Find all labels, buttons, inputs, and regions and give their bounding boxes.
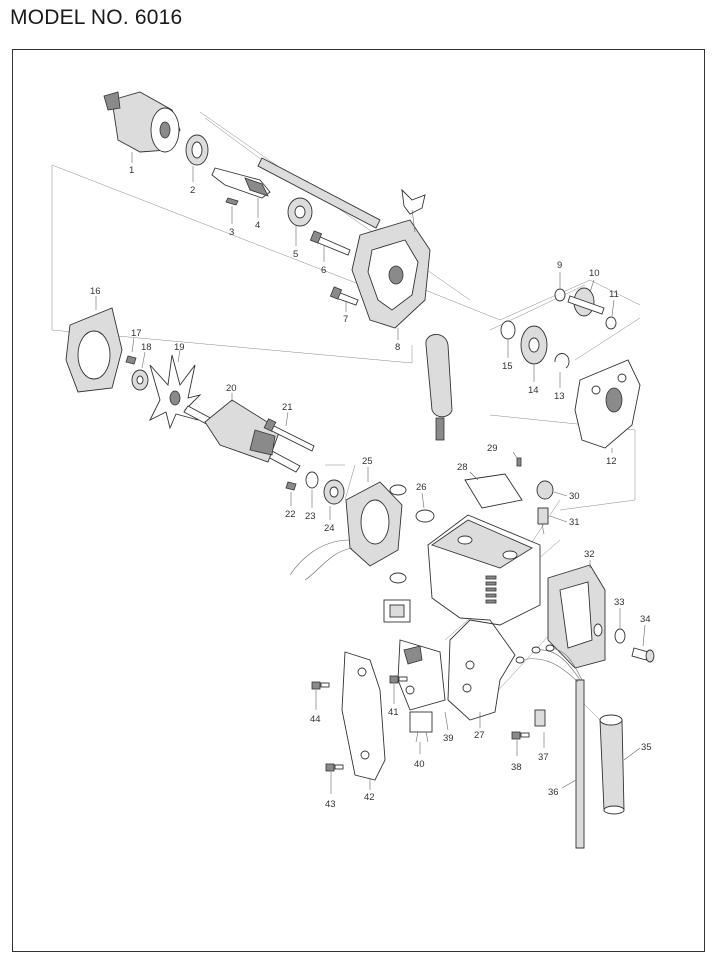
part-29-screw	[516, 457, 522, 467]
label-8: 8	[395, 342, 400, 353]
threaded-rod	[204, 117, 381, 229]
part-number-labels: 1 2 3 4 5 6 7 8 9 10 11 12 13 14 15 16 1…	[90, 165, 652, 810]
part-40-capacitor	[409, 711, 433, 743]
label-1: 1	[129, 165, 134, 176]
part-19-fan	[148, 354, 202, 430]
label-39: 39	[443, 733, 454, 744]
part-26-washer	[415, 509, 435, 523]
part-34-screw	[631, 647, 655, 663]
label-34: 34	[640, 614, 651, 625]
diagram-frame	[12, 49, 705, 952]
part-37-cord-clamp	[534, 709, 546, 727]
label-25: 25	[362, 456, 373, 467]
label-22: 22	[285, 509, 296, 520]
label-32: 32	[584, 549, 595, 560]
label-6: 6	[321, 265, 326, 276]
label-30: 30	[569, 491, 580, 502]
label-41: 41	[388, 707, 399, 718]
side-handle-knob	[425, 334, 453, 441]
label-43: 43	[325, 799, 336, 810]
part-3-key	[225, 197, 239, 206]
part-30-brush-cap	[536, 480, 554, 500]
part-9-washer	[554, 288, 566, 302]
label-33: 33	[614, 597, 625, 608]
label-19: 19	[174, 342, 185, 353]
label-29: 29	[487, 443, 498, 454]
part-31-carbon-brush	[537, 507, 549, 535]
part-41-screw	[389, 675, 408, 684]
label-21: 21	[282, 402, 293, 413]
label-9: 9	[557, 260, 562, 271]
model-title: MODEL NO. 6016	[10, 6, 183, 29]
part-21-screw	[263, 418, 315, 452]
part-32-gear-cover	[547, 564, 606, 669]
part-42-handle-cover	[341, 651, 386, 781]
label-16: 16	[90, 286, 101, 297]
part-24-bearing	[323, 479, 345, 505]
label-12: 12	[606, 456, 617, 467]
label-13: 13	[554, 391, 565, 402]
part-18-bearing	[131, 369, 149, 391]
part-6-screw	[309, 230, 351, 256]
part-25-field	[289, 481, 407, 584]
part-28-name-plate	[464, 473, 523, 509]
label-11: 11	[609, 289, 619, 300]
part-10-gear-shaft	[567, 287, 605, 317]
part-13-retaining-ring	[554, 353, 570, 369]
part-8-gear-housing	[351, 188, 431, 329]
label-20: 20	[226, 383, 237, 394]
part-14-gear	[520, 325, 548, 365]
label-38: 38	[511, 762, 522, 773]
part-22-key	[285, 481, 297, 491]
part-4-spindle	[211, 167, 271, 199]
label-35: 35	[641, 742, 652, 753]
label-24: 24	[324, 523, 335, 534]
label-14: 14	[528, 385, 539, 396]
label-3: 3	[229, 227, 234, 238]
part-23-washer	[305, 471, 319, 489]
part-39-switch	[397, 639, 446, 711]
label-2: 2	[190, 185, 195, 196]
part-5-bearing	[287, 197, 313, 227]
part-38-screw	[511, 731, 530, 740]
part-35-side-handle	[599, 714, 625, 815]
label-5: 5	[293, 249, 298, 260]
part-33-washer	[614, 628, 626, 644]
label-4: 4	[255, 220, 260, 231]
part-12-gear-plate	[574, 359, 641, 449]
part-27-motor-housing	[427, 514, 541, 721]
label-17: 17	[131, 328, 142, 339]
label-26: 26	[416, 482, 427, 493]
part-36-power-cord	[515, 644, 585, 849]
part-17-key	[125, 355, 137, 365]
label-28: 28	[457, 462, 468, 473]
label-10: 10	[589, 268, 600, 279]
label-44: 44	[310, 714, 321, 725]
part-15-ring	[500, 320, 516, 340]
part-2-ring	[185, 134, 209, 166]
label-7: 7	[343, 314, 348, 325]
part-16-baffle-plate	[65, 307, 123, 393]
part-11-washer	[605, 316, 617, 330]
part-1-chuck	[103, 91, 181, 153]
part-44-screw	[311, 681, 330, 690]
label-40: 40	[414, 759, 425, 770]
label-27: 27	[474, 730, 485, 741]
part-7-screw	[329, 286, 359, 306]
label-31: 31	[569, 517, 580, 528]
switch-lock-button	[383, 599, 411, 623]
label-42: 42	[364, 792, 375, 803]
label-37: 37	[538, 752, 549, 763]
label-15: 15	[502, 361, 513, 372]
label-18: 18	[141, 342, 152, 353]
part-20-armature	[183, 399, 301, 473]
label-36: 36	[548, 787, 559, 798]
part-43-screw	[325, 763, 344, 772]
label-23: 23	[305, 511, 316, 522]
